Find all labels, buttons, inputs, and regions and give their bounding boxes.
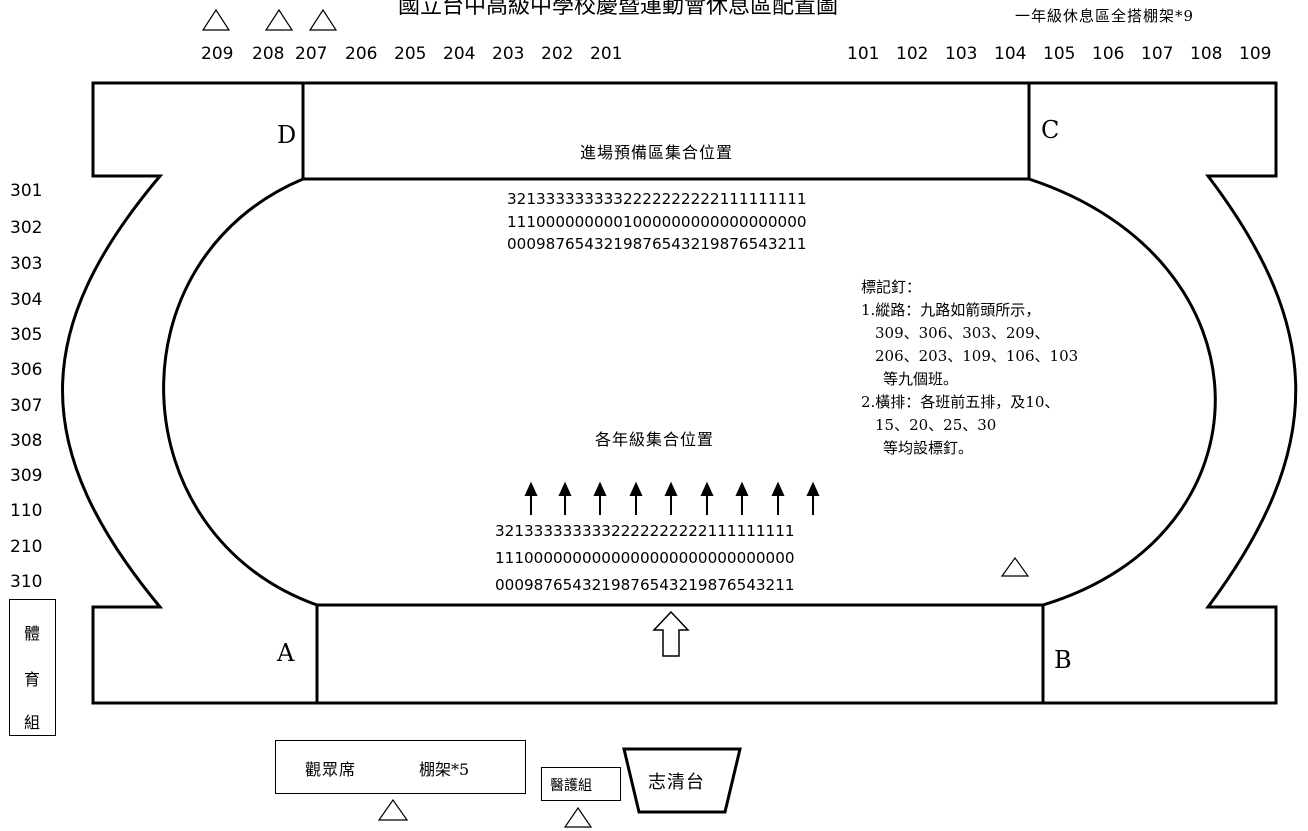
code-row: 1110000000001000000000000000000 xyxy=(507,212,807,231)
arrow-icon xyxy=(700,481,714,515)
triangle-icon xyxy=(563,806,593,828)
arrow-icon xyxy=(593,481,607,515)
pe-group-box: 體 育 組 xyxy=(9,599,56,736)
legend-line: 15、20、25、30 xyxy=(875,416,997,434)
class-label: 204 xyxy=(443,44,476,64)
triangle-icon xyxy=(1000,556,1030,577)
arrow-icon xyxy=(629,481,643,515)
bottom-code-block: 3213333333332222222222111111111 11100000… xyxy=(495,518,795,599)
stage-shape xyxy=(622,747,742,814)
audience-tent: 棚架*5 xyxy=(419,760,470,779)
class-label: 106 xyxy=(1092,44,1125,64)
class-label: 206 xyxy=(345,44,378,64)
class-label: 107 xyxy=(1141,44,1174,64)
entrance-arrow-icon xyxy=(652,610,690,657)
entrance-prep-label: 進場預備區集合位置 xyxy=(580,143,734,162)
code-row: 0009876543219876543219876543211 xyxy=(495,576,795,594)
legend-line: 309、306、303、209、 xyxy=(875,324,1050,342)
legend-line: 等均設標釘。 xyxy=(883,439,974,457)
class-label: 210 xyxy=(10,537,43,557)
class-label: 307 xyxy=(10,396,43,416)
class-label: 202 xyxy=(541,44,574,64)
class-label: 306 xyxy=(10,360,43,380)
class-label: 109 xyxy=(1239,44,1272,64)
legend-line: 2.橫排：各班前五排，及10、 xyxy=(861,393,1060,411)
class-label: 110 xyxy=(10,501,43,521)
page-title: 國立台中高級中學校慶暨運動會休息區配置圖 xyxy=(398,0,839,19)
arrow-icon xyxy=(806,481,820,515)
class-label: 301 xyxy=(10,181,43,201)
class-label: 208 xyxy=(252,44,285,64)
bottom-area xyxy=(315,603,1045,705)
class-label: 308 xyxy=(10,431,43,451)
arrow-icon xyxy=(664,481,678,515)
grade1-rest-note: 一年級休息區全搭棚架*9 xyxy=(1015,7,1195,25)
audience-box: 觀眾席 棚架*5 xyxy=(275,740,526,794)
class-label: 305 xyxy=(10,325,43,345)
class-label: 209 xyxy=(201,44,234,64)
corner-label-c: C xyxy=(1041,116,1060,144)
audience-label: 觀眾席 xyxy=(305,760,357,779)
triangle-icon xyxy=(201,8,231,31)
corner-label-d: D xyxy=(277,121,297,149)
triangle-icon xyxy=(264,8,294,31)
class-label: 108 xyxy=(1190,44,1223,64)
inner-field-edge xyxy=(162,177,1217,607)
stage-label: 志清台 xyxy=(648,772,705,793)
class-label: 102 xyxy=(896,44,929,64)
marker-legend: 標記釘： 1.縱路：九路如箭頭所示， 309、306、303、209、 206、… xyxy=(861,276,1078,460)
triangle-icon xyxy=(308,8,338,31)
class-label: 203 xyxy=(492,44,525,64)
arrow-icon xyxy=(771,481,785,515)
top-code-block: 3213333333332222222222111111111 11100000… xyxy=(507,188,807,256)
pe-group-char: 育 xyxy=(24,670,41,689)
class-label: 304 xyxy=(10,290,43,310)
class-label: 303 xyxy=(10,254,43,274)
class-label: 302 xyxy=(10,218,43,238)
legend-title: 標記釘： xyxy=(861,278,922,296)
pe-group-char: 體 xyxy=(24,624,41,643)
outer-track-edge xyxy=(61,81,1298,705)
class-label: 201 xyxy=(590,44,623,64)
arrow-icon xyxy=(735,481,749,515)
class-label: 207 xyxy=(295,44,328,64)
class-label: 104 xyxy=(994,44,1027,64)
medical-box: 醫護組 xyxy=(541,767,621,801)
class-label: 101 xyxy=(847,44,880,64)
arrow-icon xyxy=(524,481,538,515)
class-label: 205 xyxy=(394,44,427,64)
marker-triangles xyxy=(201,8,1030,828)
top-prep-area xyxy=(301,81,1031,181)
class-label: 103 xyxy=(945,44,978,64)
class-label: 105 xyxy=(1043,44,1076,64)
class-label: 309 xyxy=(10,466,43,486)
legend-line: 1.縱路：九路如箭頭所示， xyxy=(861,301,1041,319)
code-row: 3213333333332222222222111111111 xyxy=(495,522,795,540)
code-row: 1110000000000000000000000000000 xyxy=(495,549,795,567)
assembly-label: 各年級集合位置 xyxy=(595,430,715,449)
class-label: 310 xyxy=(10,572,43,592)
medical-label: 醫護組 xyxy=(550,778,592,794)
legend-line: 206、203、109、106、103 xyxy=(875,347,1079,365)
corner-label-b: B xyxy=(1054,646,1072,674)
arrow-icon xyxy=(558,481,572,515)
corner-label-a: A xyxy=(277,639,295,667)
code-row: 3213333333332222222222111111111 xyxy=(507,190,807,208)
pe-group-char: 組 xyxy=(24,713,41,732)
top-right-class-row: 101 102 103 104 105 106 107 108 109 xyxy=(847,44,1273,64)
top-left-class-row: 209 208 207 206 205 204 203 202 201 xyxy=(201,44,624,64)
code-row: 0009876543219876543219876543211 xyxy=(507,235,807,253)
triangle-icon xyxy=(377,798,409,821)
column-arrows xyxy=(524,481,820,515)
legend-line: 等九個班。 xyxy=(883,370,959,388)
